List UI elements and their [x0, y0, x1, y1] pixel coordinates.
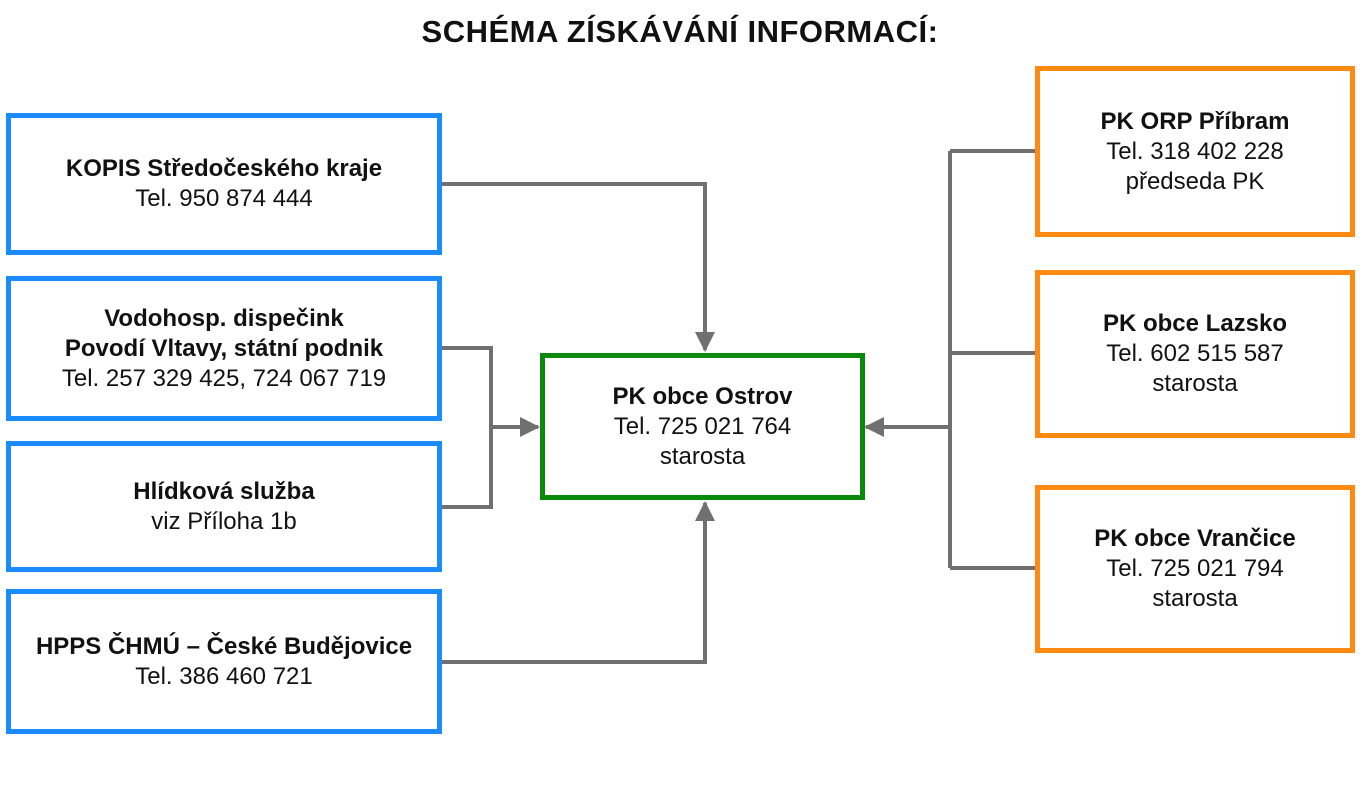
box-text: viz Příloha 1b — [151, 507, 297, 535]
neighbor-box-pribram: PK ORP Příbram Tel. 318 402 228 předseda… — [1035, 66, 1355, 237]
box-text: starosta — [659, 442, 746, 470]
box-heading: Hlídková služba — [133, 477, 315, 505]
box-heading: PK obce Ostrov — [612, 382, 793, 410]
neighbor-box-vrancice: PK obce Vrančice Tel. 725 021 794 staros… — [1035, 485, 1355, 653]
connector-vodohosp — [441, 346, 493, 509]
connector-kopis — [441, 182, 715, 352]
box-text: starosta — [1152, 370, 1238, 397]
box-text: Tel. 725 021 764 — [613, 412, 792, 440]
box-heading: PK ORP Příbram — [1100, 107, 1290, 135]
neighbor-box-lazsko: PK obce Lazsko Tel. 602 515 587 starosta — [1035, 270, 1355, 438]
box-text: Tel. 602 515 587 — [1106, 340, 1284, 367]
box-text: Tel. 725 021 794 — [1106, 555, 1284, 582]
box-heading: Povodí Vltavy, státní podnik — [64, 334, 384, 362]
box-text: Tel. 386 460 721 — [135, 662, 313, 690]
source-box-kopis: KOPIS Středočeského kraje Tel. 950 874 4… — [6, 113, 442, 255]
box-heading: PK obce Vrančice — [1094, 525, 1296, 552]
page-title: SCHÉMA ZÍSKÁVÁNÍ INFORMACÍ: — [421, 14, 939, 49]
box-text: Tel. 950 874 444 — [135, 185, 313, 212]
source-box-vodohosp: Vodohosp. dispečink Povodí Vltavy, státn… — [6, 276, 442, 421]
box-heading: KOPIS Středočeského kraje — [65, 155, 383, 182]
box-text: předseda PK — [1125, 167, 1265, 195]
connector-hpps — [441, 501, 715, 664]
box-text: Tel. 318 402 228 — [1106, 137, 1284, 165]
source-box-hlidkova: Hlídková služba viz Příloha 1b — [6, 441, 442, 572]
box-heading: Vodohosp. dispečink — [104, 304, 344, 332]
source-box-hpps: HPPS ČHMÚ – České Budějovice Tel. 386 46… — [6, 589, 442, 734]
center-box-ostrov: PK obce Ostrov Tel. 725 021 764 starosta — [540, 353, 865, 500]
box-heading: HPPS ČHMÚ – České Budějovice — [35, 632, 413, 660]
box-text: Tel. 257 329 425, 724 067 719 — [61, 364, 387, 392]
box-heading: PK obce Lazsko — [1102, 310, 1288, 337]
box-text: starosta — [1152, 585, 1238, 612]
